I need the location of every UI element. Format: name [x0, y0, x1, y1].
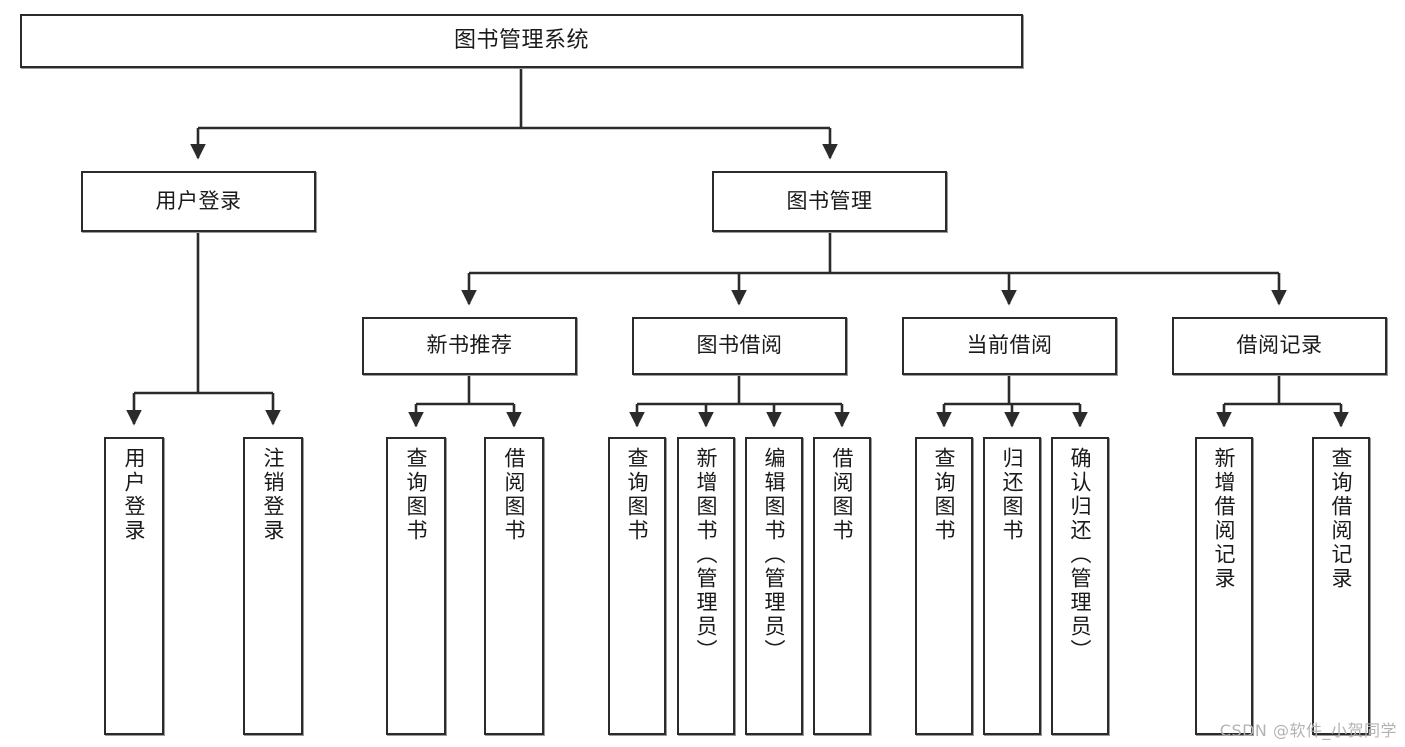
leaf-label: 查询图书	[625, 447, 650, 543]
node-root-system[interactable]: 图书管理系统	[20, 14, 1023, 68]
node-book-borrow[interactable]: 图书借阅	[632, 317, 847, 375]
leaf-return-book[interactable]: 归还图书	[983, 437, 1041, 735]
leaf-label: 查询图书	[932, 447, 957, 543]
leaf-confirm-return-admin[interactable]: 确认归还（管理员）	[1051, 437, 1109, 735]
leaf-query-books-recommend[interactable]: 查询图书	[386, 437, 446, 735]
leaf-label: 新增借阅记录	[1212, 447, 1237, 591]
leaf-label: 新增图书（管理员）	[694, 447, 719, 663]
leaf-label: 归还图书	[1000, 447, 1025, 543]
node-user-login[interactable]: 用户登录	[81, 171, 316, 232]
leaf-query-books-borrow[interactable]: 查询图书	[608, 437, 666, 735]
node-borrow-record[interactable]: 借阅记录	[1172, 317, 1387, 375]
leaf-query-books-current[interactable]: 查询图书	[915, 437, 973, 735]
leaf-label: 用户登录	[122, 447, 147, 543]
leaf-label: 查询图书	[404, 447, 429, 543]
leaf-add-book-admin[interactable]: 新增图书（管理员）	[677, 437, 735, 735]
node-current-borrow[interactable]: 当前借阅	[902, 317, 1117, 375]
leaf-borrow-books-recommend[interactable]: 借阅图书	[484, 437, 544, 735]
leaf-label: 注销登录	[261, 447, 286, 543]
leaf-label: 查询借阅记录	[1329, 447, 1354, 591]
leaf-add-borrow-record[interactable]: 新增借阅记录	[1195, 437, 1253, 735]
csdn-watermark: CSDN @软件_小贺同学	[1219, 721, 1397, 740]
leaf-borrow-book[interactable]: 借阅图书	[813, 437, 871, 735]
leaf-user-logout[interactable]: 注销登录	[243, 437, 303, 735]
leaf-label: 编辑图书（管理员）	[762, 447, 787, 663]
leaf-label: 确认归还（管理员）	[1068, 447, 1093, 663]
leaf-user-login[interactable]: 用户登录	[104, 437, 164, 735]
leaf-label: 借阅图书	[830, 447, 855, 543]
leaf-query-borrow-record[interactable]: 查询借阅记录	[1312, 437, 1370, 735]
node-book-management[interactable]: 图书管理	[712, 171, 947, 232]
leaf-edit-book-admin[interactable]: 编辑图书（管理员）	[745, 437, 803, 735]
node-new-book-recommend[interactable]: 新书推荐	[362, 317, 577, 375]
leaf-label: 借阅图书	[502, 447, 527, 543]
